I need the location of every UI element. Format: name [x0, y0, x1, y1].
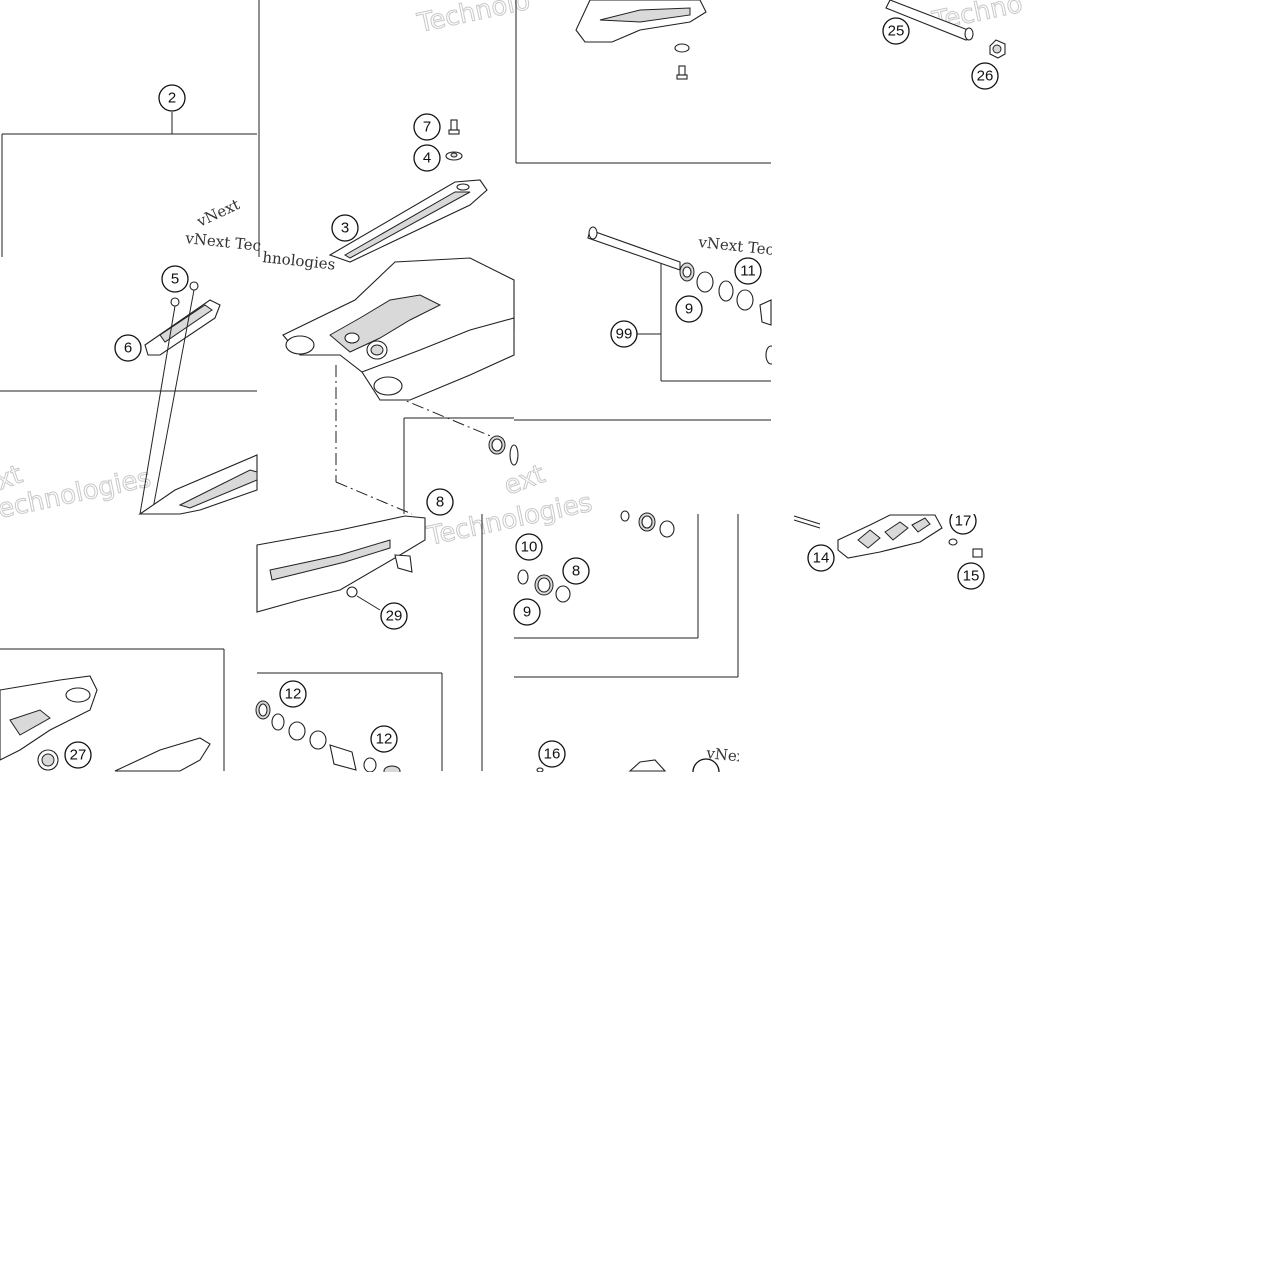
- bracket-lines: [0, 0, 771, 771]
- callout-marker: 7: [413, 113, 441, 141]
- svg-text:15: 15: [963, 568, 980, 585]
- svg-text:8: 8: [572, 563, 580, 580]
- callout-marker: 27: [64, 741, 92, 769]
- callout-marker: 25: [882, 17, 910, 45]
- swingarm-left-fragment: [138, 454, 258, 515]
- callout-marker: 16: [538, 740, 566, 768]
- swingarm-body: [282, 257, 515, 401]
- callout-marker: 5: [161, 265, 189, 293]
- bolt-and-washer: [445, 119, 463, 161]
- svg-text:27: 27: [70, 747, 87, 764]
- callout-marker: 12: [370, 725, 398, 753]
- pivot-shaft-kit: [587, 226, 777, 365]
- callout-marker: 10: [515, 533, 543, 561]
- bearing-set-centre: [488, 435, 519, 466]
- callout-marker: 9: [675, 295, 703, 323]
- parts-layer: [0, 0, 1006, 777]
- svg-text:6: 6: [124, 340, 132, 357]
- axle-and-nut: [885, 0, 1006, 59]
- callout-marker: 17: [949, 507, 977, 535]
- svg-text:11: 11: [740, 263, 756, 280]
- svg-text:7: 7: [423, 119, 431, 136]
- callout-marker: 29: [380, 602, 408, 630]
- svg-text:10: 10: [521, 539, 538, 556]
- svg-text:14: 14: [813, 550, 830, 567]
- callout-marker: 3: [331, 214, 359, 242]
- callout-marker: 12: [279, 680, 307, 708]
- watermark-text: hnologies: [262, 248, 337, 274]
- swingarm-top-fragment: [575, 0, 707, 80]
- chain-slider-part: [328, 179, 488, 263]
- watermark-text: vNext Tec: [184, 229, 262, 255]
- callout-marker: 2: [158, 84, 186, 112]
- watermark-text: Technolo: [414, 0, 532, 39]
- svg-text:2: 2: [168, 90, 176, 107]
- swingarm-lower-fragment: [256, 515, 426, 613]
- callout-marker: 8: [426, 488, 454, 516]
- callout-marker: 14: [807, 544, 835, 572]
- seal-set-lower-left: [255, 700, 401, 777]
- svg-text:3: 3: [341, 220, 349, 237]
- callout-marker: 9: [513, 598, 541, 626]
- svg-text:16: 16: [544, 746, 561, 763]
- watermark-text: vNext: [193, 195, 242, 231]
- callout-marker: 4: [413, 144, 441, 172]
- swingarm-bottom-left-fragment: [0, 675, 211, 772]
- callout-marker: 11: [734, 257, 762, 285]
- watermark-text: ext: [500, 459, 549, 501]
- guide-plate-part: [139, 281, 221, 515]
- svg-text:12: 12: [285, 686, 302, 703]
- watermark-text: echnologies: [0, 463, 154, 525]
- svg-text:9: 9: [685, 301, 693, 318]
- svg-text:12: 12: [376, 731, 393, 748]
- svg-text:29: 29: [386, 608, 403, 625]
- chain-guide-part: [793, 514, 983, 559]
- callout-marker: 6: [114, 334, 142, 362]
- callout-marker: 99: [610, 320, 638, 348]
- svg-text:8: 8: [436, 494, 444, 511]
- callout-marker: 8: [562, 557, 590, 585]
- svg-text:9: 9: [523, 604, 531, 621]
- svg-text:26: 26: [977, 68, 994, 85]
- svg-text:25: 25: [888, 23, 905, 40]
- svg-text:17: 17: [955, 513, 972, 530]
- bearing-set-lower: [517, 510, 675, 603]
- callout-marker: 26: [971, 62, 999, 90]
- svg-text:5: 5: [171, 271, 179, 288]
- callout-marker: 15: [957, 562, 985, 590]
- svg-text:99: 99: [616, 326, 633, 343]
- svg-text:4: 4: [423, 150, 431, 167]
- callout-layer: 2 7 4 3 25 26 5 6 11 9 99 8 10 8 9 29 17…: [64, 17, 999, 769]
